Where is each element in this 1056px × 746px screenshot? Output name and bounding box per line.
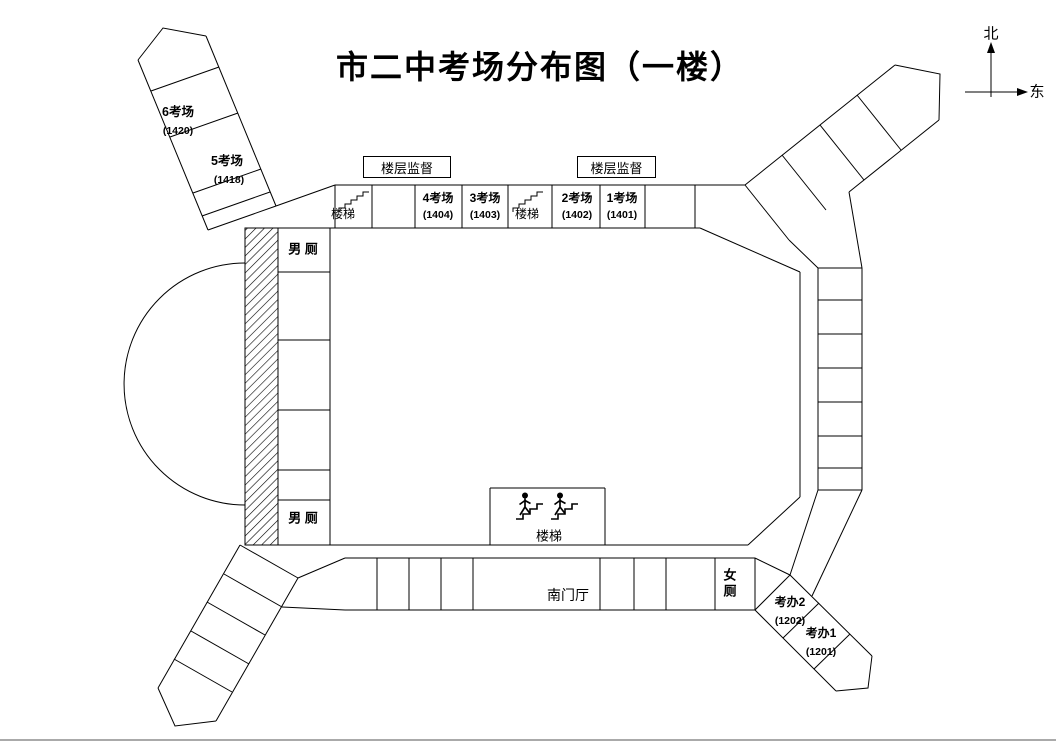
exam-room-4-name: 4考场 bbox=[422, 191, 454, 205]
exam-room-6-name: 6考场 bbox=[162, 104, 194, 119]
exam-room-6-number: (1420) bbox=[162, 124, 194, 137]
exam-room-3-name: 3考场 bbox=[469, 191, 501, 205]
womens-toilet-label: 女厕 bbox=[721, 568, 737, 600]
exam-room-1-number: (1401) bbox=[606, 208, 638, 221]
map-title: 市二中考场分布图（一楼） bbox=[335, 49, 745, 85]
southwest-wing bbox=[157, 544, 299, 727]
south-hall-label: 南门厅 bbox=[547, 587, 589, 603]
courtyard-walls bbox=[245, 272, 801, 546]
floor-supervisor-box-right: 楼层监督 bbox=[577, 156, 656, 178]
central-stairs bbox=[489, 487, 606, 545]
compass-east-label: 东 bbox=[1029, 83, 1045, 101]
exam-room-4-number: (1404) bbox=[422, 208, 454, 221]
stairs-label-north-mid: 楼梯 bbox=[514, 207, 540, 221]
floor-supervisor-box-left: 楼层监督 bbox=[363, 156, 451, 178]
exam-room-5-name: 5考场 bbox=[211, 153, 243, 168]
mens-toilet-top-label: 男 厕 bbox=[288, 241, 318, 257]
southeast-wing bbox=[754, 557, 873, 692]
exam-office-2-number: (1202) bbox=[774, 614, 806, 627]
stairs-zigzag-icon-mid bbox=[512, 191, 543, 212]
hatched-wall bbox=[244, 227, 279, 546]
northeast-wing bbox=[744, 64, 941, 269]
south-corridor bbox=[281, 557, 756, 611]
west-room-column bbox=[244, 227, 331, 546]
stairs-label-south: 楼梯 bbox=[535, 528, 563, 544]
east-room-strip bbox=[789, 267, 863, 597]
compass-north-label: 北 bbox=[983, 25, 999, 43]
exam-office-2-name: 考办2 bbox=[774, 595, 806, 609]
exam-room-5-number: (1418) bbox=[213, 173, 245, 186]
exam-office-1-number: (1201) bbox=[805, 645, 837, 658]
entrance-arc bbox=[123, 262, 246, 506]
exam-office-1-name: 考办1 bbox=[805, 626, 837, 640]
stairs-label-north-left: 楼梯 bbox=[330, 207, 356, 221]
north-corridor bbox=[245, 184, 801, 273]
compass-icon bbox=[965, 42, 1028, 97]
northwest-wing bbox=[137, 27, 336, 231]
exam-room-1-name: 1考场 bbox=[606, 191, 638, 205]
exam-room-2-number: (1402) bbox=[561, 208, 593, 221]
exam-room-2-name: 2考场 bbox=[561, 191, 593, 205]
stairs-zigzag-icon-left bbox=[338, 191, 369, 212]
exam-room-3-number: (1403) bbox=[469, 208, 501, 221]
mens-toilet-bottom-label: 男 厕 bbox=[288, 510, 318, 526]
